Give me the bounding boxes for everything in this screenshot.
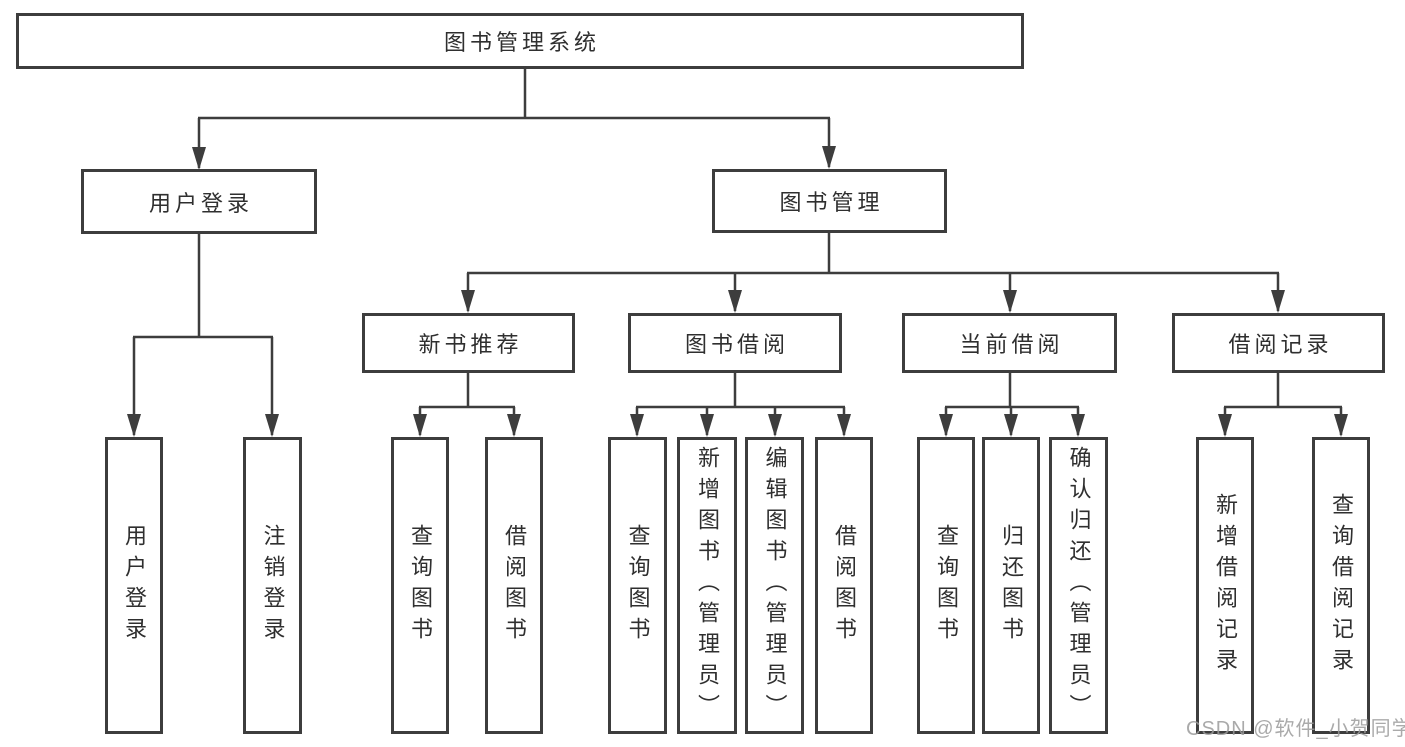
- leaf-user-login: 用户登录: [105, 437, 163, 734]
- node-group-borrow-records: 借阅记录: [1172, 313, 1385, 373]
- leaf-query-books-borrow: 查询图书: [608, 437, 667, 734]
- leaf-add-borrow-record: 新增借阅记录: [1196, 437, 1254, 734]
- node-group-book-borrow: 图书借阅: [628, 313, 842, 373]
- node-group-new-book-recommend: 新书推荐: [362, 313, 575, 373]
- leaf-edit-books-admin: 编辑图书（管理员）: [745, 437, 804, 734]
- node-group-current-borrow: 当前借阅: [902, 313, 1117, 373]
- node-user-login-branch: 用户登录: [81, 169, 317, 234]
- leaf-borrow-books: 借阅图书: [815, 437, 873, 734]
- leaf-query-borrow-record: 查询借阅记录: [1312, 437, 1370, 734]
- node-root-system: 图书管理系统: [16, 13, 1024, 69]
- csdn-watermark: CSDN @软件_小贺同学: [1186, 718, 1405, 740]
- leaf-confirm-return-admin: 确认归还（管理员）: [1049, 437, 1108, 734]
- leaf-query-books-current: 查询图书: [917, 437, 975, 734]
- leaf-return-books: 归还图书: [982, 437, 1040, 734]
- leaf-borrow-books-recommend: 借阅图书: [485, 437, 543, 734]
- arrowheads: [127, 146, 1348, 437]
- leaf-add-books-admin: 新增图书（管理员）: [677, 437, 737, 734]
- node-book-management-branch: 图书管理: [712, 169, 947, 233]
- leaf-query-books-recommend: 查询图书: [391, 437, 449, 734]
- leaf-logout: 注销登录: [243, 437, 302, 734]
